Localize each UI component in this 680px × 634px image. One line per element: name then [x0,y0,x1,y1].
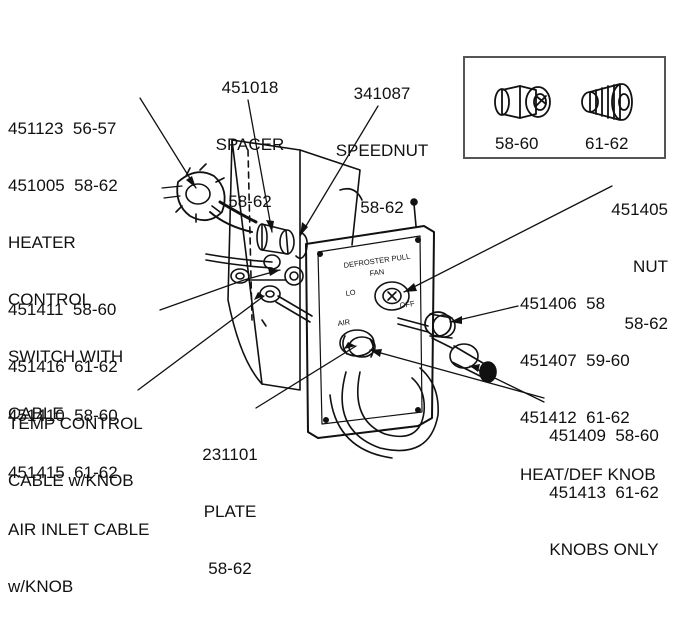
callout-line: HEAT/DEF KNOB [520,465,656,484]
callout-line: NUT [633,257,668,276]
callout-line: 58-62 [228,192,272,211]
leader-knobs-only-a [369,349,545,399]
leader-temp-control [159,269,281,311]
fan-knob [374,281,410,311]
callout-line: 451412 61-62 [520,408,630,427]
callout-line: 451406 58 [520,294,606,313]
arrowheads [186,176,480,372]
callout-line: 451409 58-60 [549,426,659,445]
temp-control-cable-part [205,253,304,286]
inset-label-58-60: 58-60 [495,134,539,153]
leader-spacer [247,99,273,233]
leader-speednut [299,105,379,237]
callout-line: PLATE [203,502,257,521]
callout-line: w/KNOB [8,577,74,596]
callout-line: 231101 [202,445,258,464]
panel-lo: LO [345,288,356,298]
callout-line: 58-62 [360,198,404,217]
callout-line: HEATER [8,233,76,252]
callout-air-inlet: 451410 58-60 451415 61-62 AIR INLET CABL… [8,368,149,634]
callout-line: 451407 59-60 [520,351,630,370]
callout-line: 451416 61-62 [8,357,118,376]
callout-line: 451410 58-60 [8,406,118,425]
leader-nut [403,185,613,293]
callout-speednut: 341087 SPEEDNUT 58-62 [322,46,442,255]
spacer-part [256,223,295,255]
speednut-part [295,231,308,260]
callout-nut: 451405 NUT 58-62 [560,162,668,371]
callout-line: 58-62 [208,559,252,578]
callout-line: AIR INLET CABLE [8,520,150,539]
panel-air: AIR [337,317,351,328]
callout-line: SWITCH WITH [8,347,124,366]
leader-lines [137,97,613,409]
callout-heat-def-knob: 451406 58 451407 59-60 451412 61-62 HEAT… [520,256,656,522]
callout-line: CABLE w/KNOB [8,471,134,490]
callout-line: SPEEDNUT [335,141,429,160]
leader-heater-switch [139,97,197,189]
heater-control-illustration: DEFROSTER PULL FAN LO OFF AIR [137,83,633,459]
top-pin [410,198,418,227]
mounting-bracket [227,139,363,391]
callout-line: SPACER [215,135,285,154]
panel-off: OFF [399,299,416,310]
callout-line: 451413 61-62 [549,483,659,502]
callout-line: 451411 58-60 [8,300,117,319]
leader-air-inlet [137,295,265,391]
callout-spacer: 451018 SPACER 58-62 [200,40,300,249]
callout-line: 451123 56-57 [8,119,117,138]
callout-heater-switch: 451123 56-57 451005 58-62 HEATER CONTROL… [8,81,123,461]
callout-line: 58-62 [624,314,668,333]
knob-style-inset: 58-60 61-62 [463,56,666,159]
callout-plate: 231101 PLATE 58-62 [180,407,280,616]
air-inlet-cable-part [259,285,313,327]
leader-plate [255,345,357,409]
heater-switch-part [161,163,258,233]
callout-line: TEMP CONTROL [8,414,143,433]
callout-line: 451005 58-62 [8,176,118,195]
callout-line: 451405 [611,200,668,219]
callout-line: CONTROL [8,290,92,309]
inset-label-61-62: 61-62 [585,134,629,153]
leader-knobs-only-b [469,365,545,403]
callout-knobs-only: 451409 58-60 451413 61-62 KNOBS ONLY [538,388,670,597]
heat-def-knob-part [397,311,456,339]
callout-line: 451415 61-62 [8,463,118,482]
control-plate [305,225,435,439]
callout-temp-control: 451411 58-60 451416 61-62 TEMP CONTROL C… [8,262,143,528]
knob-58-60-icon [494,85,551,119]
diagram-stage: DEFROSTER PULL FAN LO OFF AIR 58-60 61-6… [8,40,668,596]
callout-line: KNOBS ONLY [549,540,659,559]
callout-line: 341087 [353,84,411,103]
callout-line: 451018 [221,78,279,97]
callout-line: CABLE [8,404,64,423]
knob-61-62-icon [581,83,633,121]
panel-fan: FAN [369,267,385,278]
